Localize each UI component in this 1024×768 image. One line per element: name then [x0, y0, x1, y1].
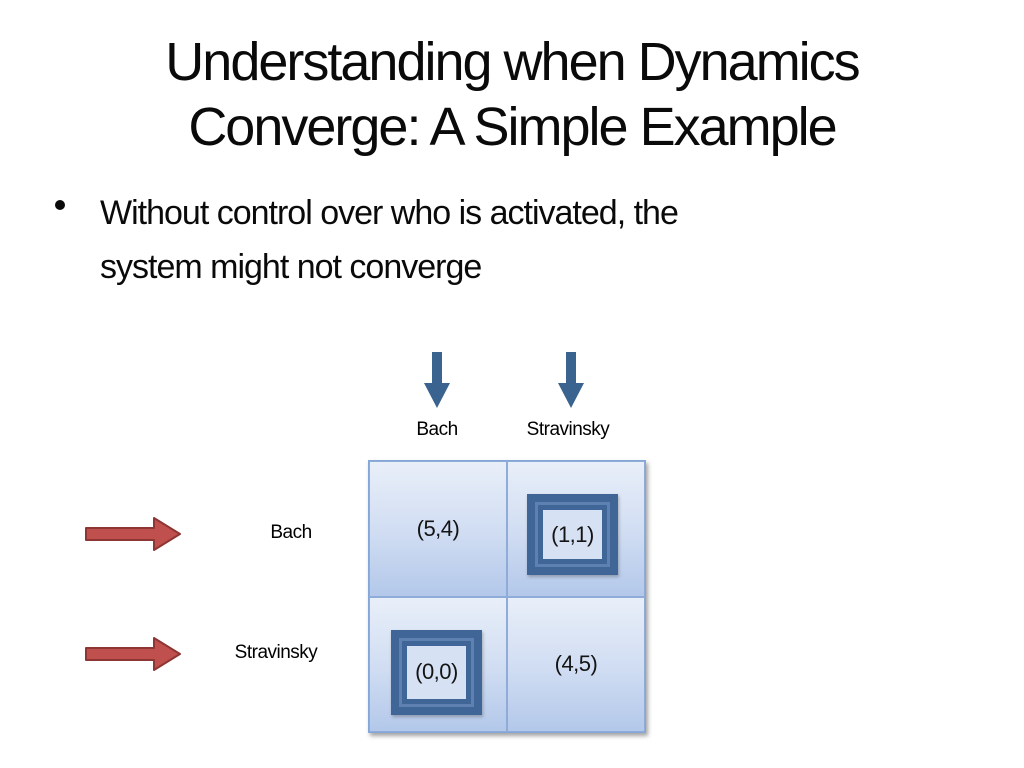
column-label-stravinsky: Stravinsky — [526, 419, 610, 440]
highlight-box: (1,1) — [527, 494, 618, 575]
slide-title-line-2: Converge: A Simple Example — [188, 97, 837, 157]
bullet-text-line-1: Without control over who is activated, t… — [100, 194, 679, 232]
slide-title-line-1: Understanding when Dynamics — [165, 32, 860, 92]
matrix-cell-stravinsky-stravinsky: (4,5) — [507, 596, 645, 732]
bullet-text-line-2: system might not converge — [100, 248, 482, 286]
row-label-stravinsky: Stravinsky — [234, 642, 318, 663]
highlight-box: (0,0) — [391, 629, 482, 715]
matrix-cell-bach-stravinsky: (1,1) — [507, 461, 645, 597]
payoff-value: (0,0) — [415, 659, 458, 684]
right-arrow-icon-bach-row — [85, 517, 181, 551]
bullet-text: Without control over who is activated, t… — [100, 186, 935, 294]
slide-title: Understanding when Dynamics Converge: A … — [0, 30, 1024, 160]
bullet-item: Without control over who is activated, t… — [55, 186, 935, 294]
row-label-bach: Bach — [270, 522, 312, 543]
matrix-cell-bach-bach: (5,4) — [369, 461, 507, 597]
payoff-value: (5,4) — [416, 515, 460, 541]
payoff-value: (1,1) — [551, 521, 594, 547]
payoff-matrix: (5,4) (1,1) (0,0) (4,5) — [368, 460, 646, 733]
payoff-value: (4,5) — [554, 651, 598, 677]
down-arrow-icon-bach-column — [424, 352, 450, 408]
column-label-bach: Bach — [416, 419, 458, 440]
matrix-cell-stravinsky-bach: (0,0) — [369, 596, 507, 732]
highlight-box-inner: (0,0) — [402, 640, 471, 704]
highlight-box-inner: (1,1) — [538, 505, 607, 564]
right-arrow-icon-stravinsky-row — [85, 637, 181, 671]
bullet-marker — [55, 200, 65, 210]
down-arrow-icon-stravinsky-column — [558, 352, 584, 408]
